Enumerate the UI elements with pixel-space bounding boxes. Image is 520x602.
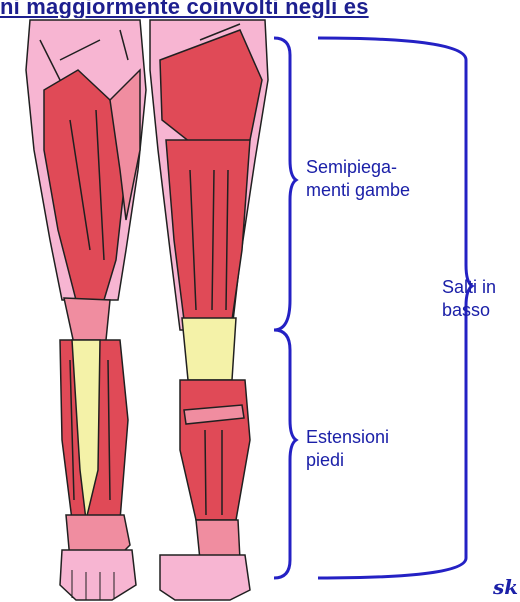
header-text: ni maggiormente coinvolti negli es	[0, 0, 369, 18]
label-estensioni: Estensioni piedi	[306, 426, 389, 472]
signature: sk	[493, 575, 518, 599]
back-knee	[182, 318, 236, 380]
label-line: Salti in	[442, 276, 496, 299]
label-line: Estensioni	[306, 426, 389, 449]
front-leg	[26, 20, 146, 600]
bracket-lower	[274, 330, 296, 578]
front-foot	[60, 550, 136, 600]
back-leg	[150, 20, 268, 600]
back-calf	[180, 380, 250, 520]
label-line: Semipiega-	[306, 156, 410, 179]
label-semipiegamenti: Semipiega- menti gambe	[306, 156, 410, 202]
label-line: piedi	[306, 449, 389, 472]
label-line: menti gambe	[306, 179, 410, 202]
page-header: ni maggiormente coinvolti negli es	[0, 0, 520, 18]
back-foot	[160, 555, 250, 600]
front-knee	[64, 298, 110, 344]
label-line: basso	[442, 299, 496, 322]
bracket-upper	[274, 38, 296, 330]
back-achilles	[196, 520, 240, 560]
label-salti: Salti in basso	[442, 276, 496, 322]
